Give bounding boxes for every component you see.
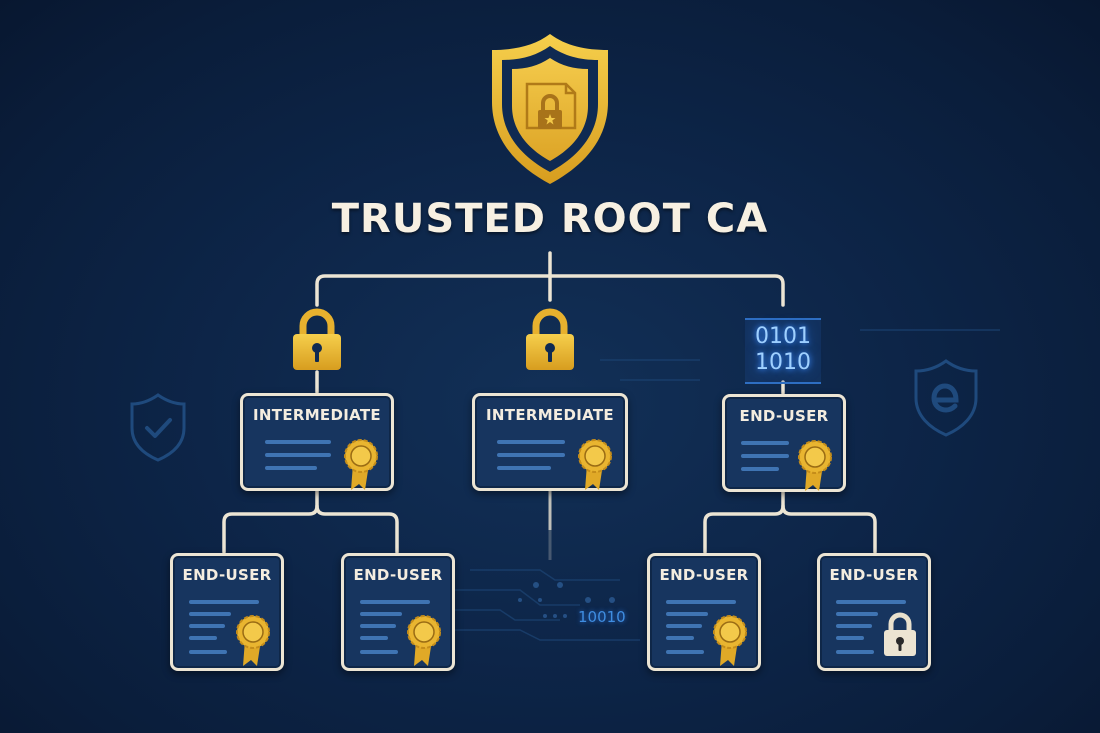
shield-document-lock-icon <box>492 34 608 184</box>
binary-line-1: 0101 <box>755 324 811 349</box>
card-label: END-USER <box>182 566 272 584</box>
binary-stream: 10010 <box>578 608 626 626</box>
padlock-icon <box>293 308 341 370</box>
award-seal-icon <box>407 615 441 666</box>
intermediate-card[interactable]: INTERMEDIATE <box>472 393 628 491</box>
padlock-icon <box>526 308 574 370</box>
card-label: END-USER <box>829 566 919 584</box>
binary-line-2: 1010 <box>755 350 811 375</box>
shield-e-icon <box>914 359 978 437</box>
shield-check-icon <box>130 393 186 462</box>
page-title: TRUSTED ROOT CA <box>331 196 769 242</box>
card-label: END-USER <box>659 566 749 584</box>
padlock-icon <box>884 612 916 656</box>
award-seal-icon <box>798 440 832 491</box>
binary-code-icon: 0101 1010 <box>745 318 821 384</box>
card-label: INTERMEDIATE <box>486 406 614 424</box>
end-user-card[interactable]: END-USER <box>341 553 455 671</box>
card-label: END-USER <box>353 566 443 584</box>
intermediate-card[interactable]: INTERMEDIATE <box>240 393 394 491</box>
award-seal-icon <box>236 615 270 666</box>
award-seal-icon <box>713 615 747 666</box>
end-user-card[interactable]: END-USER <box>647 553 761 671</box>
card-label: INTERMEDIATE <box>253 406 381 424</box>
end-user-card[interactable]: END-USER <box>170 553 284 671</box>
award-seal-icon <box>578 439 612 490</box>
end-user-card[interactable]: END-USER <box>722 394 846 492</box>
award-seal-icon <box>344 439 378 490</box>
card-label: END-USER <box>739 407 829 425</box>
end-user-card[interactable]: END-USER <box>817 553 931 671</box>
